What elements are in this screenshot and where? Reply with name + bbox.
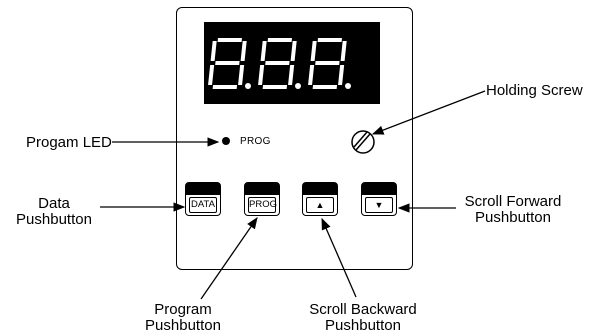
prog-button-label: PROG (248, 197, 277, 213)
scroll-forward-pushbutton[interactable]: ▼ (361, 182, 397, 216)
scroll-forward-callout: Scroll Forward Pushbutton (458, 194, 568, 226)
button-cap (362, 183, 396, 195)
holding-screw-callout: Holding Screw (486, 82, 583, 99)
scroll-backward-callout: Scroll Backward Pushbutton (298, 302, 428, 334)
digit-1 (208, 38, 247, 89)
button-cap (303, 183, 337, 195)
callout-line-1: Data (38, 195, 70, 212)
prog-led-label: PROG (240, 136, 271, 147)
decimal-point-2 (295, 83, 301, 89)
callout-line-2: Pushbutton (325, 317, 401, 334)
callout-line-1: Scroll Forward (464, 193, 562, 210)
holding-screw-icon (351, 130, 375, 154)
callout-line-1: Scroll Backward (309, 301, 417, 318)
digit-3 (308, 38, 347, 89)
program-pushbutton-callout: Program Pushbutton (138, 302, 228, 334)
triangle-down-icon: ▼ (365, 197, 393, 213)
program-pushbutton-leader (200, 217, 258, 300)
callout-line-2: Pushbutton (16, 211, 92, 228)
triangle-up-icon: ▲ (306, 197, 334, 213)
callout-line-2: Pushbutton (475, 209, 551, 226)
button-cap (245, 183, 279, 195)
prog-led (222, 137, 230, 145)
button-cap (186, 183, 220, 195)
callout-line-2: Pushbutton (145, 317, 221, 334)
callout-line-1: Program (154, 301, 212, 318)
decimal-point-1 (245, 83, 251, 89)
progam-led-callout: Progam LED (26, 134, 112, 151)
scroll-backward-leader (321, 217, 357, 298)
data-button-label: DATA (189, 197, 217, 213)
data-pushbutton-callout: Data Pushbutton (12, 196, 96, 228)
program-pushbutton[interactable]: PROG (244, 182, 280, 216)
holding-screw-leader (371, 90, 486, 135)
scroll-backward-pushbutton[interactable]: ▲ (302, 182, 338, 216)
digit-2 (258, 38, 297, 89)
data-pushbutton[interactable]: DATA (185, 182, 221, 216)
decimal-point-3 (345, 83, 351, 89)
